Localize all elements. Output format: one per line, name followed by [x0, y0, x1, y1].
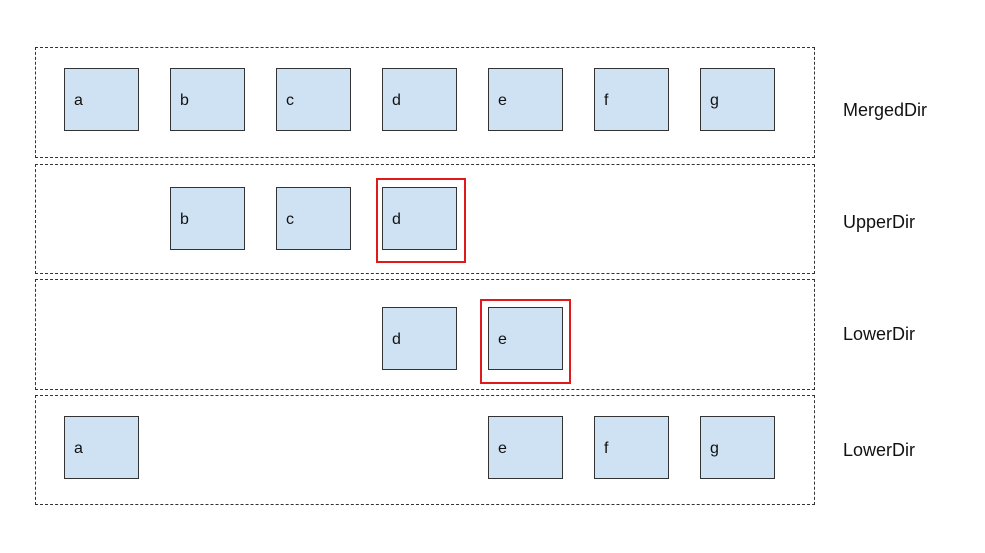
file-box-g: g — [700, 68, 775, 131]
file-label: c — [286, 92, 294, 109]
file-box-d: d — [382, 307, 457, 370]
file-box-g: g — [700, 416, 775, 479]
file-box-e: e — [488, 68, 563, 131]
file-box-a: a — [64, 416, 139, 479]
file-label: b — [180, 92, 189, 109]
file-label: a — [74, 440, 83, 457]
file-label: d — [392, 211, 401, 228]
file-label: f — [604, 440, 609, 457]
file-label: a — [74, 92, 83, 109]
file-box-f: f — [594, 416, 669, 479]
layer-label-lower-dir-2: LowerDir — [843, 440, 916, 460]
file-box-d: d — [382, 187, 457, 250]
highlight-frame-upper-d — [376, 178, 466, 263]
file-box-d: d — [382, 68, 457, 131]
file-label: e — [498, 92, 507, 109]
file-label: c — [286, 211, 294, 228]
layer-merged-dir: a b c d e f g — [35, 47, 815, 158]
file-box-b: b — [170, 68, 245, 131]
file-label: b — [180, 211, 189, 228]
layer-label-lower-dir-1: LowerDir — [843, 324, 916, 344]
file-box-f: f — [594, 68, 669, 131]
file-label: e — [498, 440, 507, 457]
layer-label-upper-dir: UpperDir — [843, 212, 916, 232]
file-label: f — [604, 92, 609, 109]
file-box-c: c — [276, 68, 351, 131]
highlight-frame-lower-e — [480, 299, 571, 384]
file-box-e: e — [488, 307, 563, 370]
layer-label-merged-dir: MergedDir — [843, 100, 928, 120]
file-box-c: c — [276, 187, 351, 250]
file-label: d — [392, 92, 401, 109]
file-label: e — [498, 331, 507, 348]
layer-lower-dir-1: d e — [35, 279, 815, 390]
layer-upper-dir: b c d — [35, 164, 815, 274]
file-box-a: a — [64, 68, 139, 131]
layer-lower-dir-2: a e f g — [35, 395, 815, 505]
file-label: g — [710, 440, 719, 457]
file-box-b: b — [170, 187, 245, 250]
file-label: d — [392, 331, 401, 348]
file-label: g — [710, 92, 719, 109]
file-box-e: e — [488, 416, 563, 479]
